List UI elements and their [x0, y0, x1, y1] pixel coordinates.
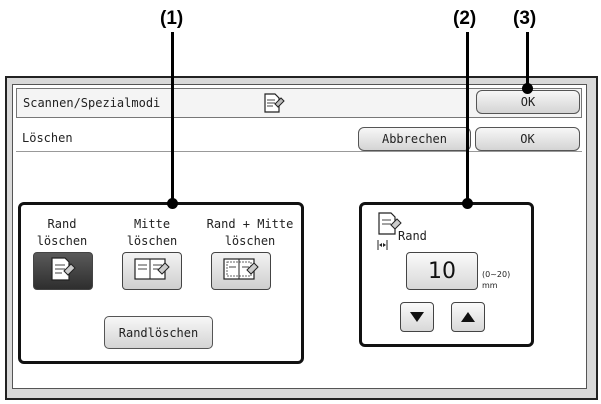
document-erase-icon — [263, 93, 285, 117]
callout-2-dot — [462, 198, 473, 209]
width-range: (0~20) — [482, 270, 511, 279]
sub-bar: Löschen — [16, 124, 582, 152]
edge-erase-icon — [48, 256, 78, 286]
edge-erase-label: Rand löschen — [32, 216, 92, 250]
edge-erase-settings-button[interactable]: Randlöschen — [104, 316, 213, 349]
center-erase-label-line1: Mitte — [133, 217, 171, 231]
ok-button-top[interactable]: OK — [476, 90, 580, 114]
edge-center-erase-button[interactable] — [211, 252, 271, 290]
callout-3-dot — [522, 83, 533, 94]
center-erase-label-line2: löschen — [126, 234, 178, 248]
width-unit: mm — [482, 281, 498, 290]
callout-2: (2) — [453, 8, 477, 29]
edge-erase-button[interactable] — [33, 252, 93, 290]
callout-2-leader — [466, 32, 469, 204]
edge-center-erase-label-line1: Rand + Mitte — [206, 217, 294, 231]
center-erase-button[interactable] — [122, 252, 182, 290]
increase-button[interactable] — [451, 302, 485, 332]
edge-center-erase-icon — [221, 256, 261, 286]
edge-center-erase-label-line2: löschen — [224, 234, 276, 248]
edge-erase-label-line1: Rand — [47, 217, 77, 231]
callout-3-leader — [526, 32, 529, 88]
center-erase-icon — [132, 256, 172, 286]
edge-width-icon — [376, 212, 404, 256]
cancel-button[interactable]: Abbrechen — [358, 127, 471, 151]
center-erase-label: Mitte löschen — [114, 216, 190, 250]
subscreen-title: Löschen — [22, 131, 73, 145]
ok-button[interactable]: OK — [475, 127, 580, 151]
decrease-button[interactable] — [400, 302, 434, 332]
callout-1-leader — [171, 32, 174, 204]
edge-center-erase-label: Rand + Mitte löschen — [200, 216, 300, 250]
edge-erase-label-line2: löschen — [36, 234, 88, 248]
width-value-display: 10 — [406, 252, 478, 290]
screen-title: Scannen/Spezialmodi — [23, 96, 161, 110]
callout-1-dot — [167, 198, 178, 209]
triangle-down-icon — [409, 308, 425, 327]
triangle-up-icon — [460, 308, 476, 327]
callout-1: (1) — [160, 8, 184, 29]
width-label: Rand — [398, 229, 427, 243]
callout-3: (3) — [513, 8, 537, 29]
